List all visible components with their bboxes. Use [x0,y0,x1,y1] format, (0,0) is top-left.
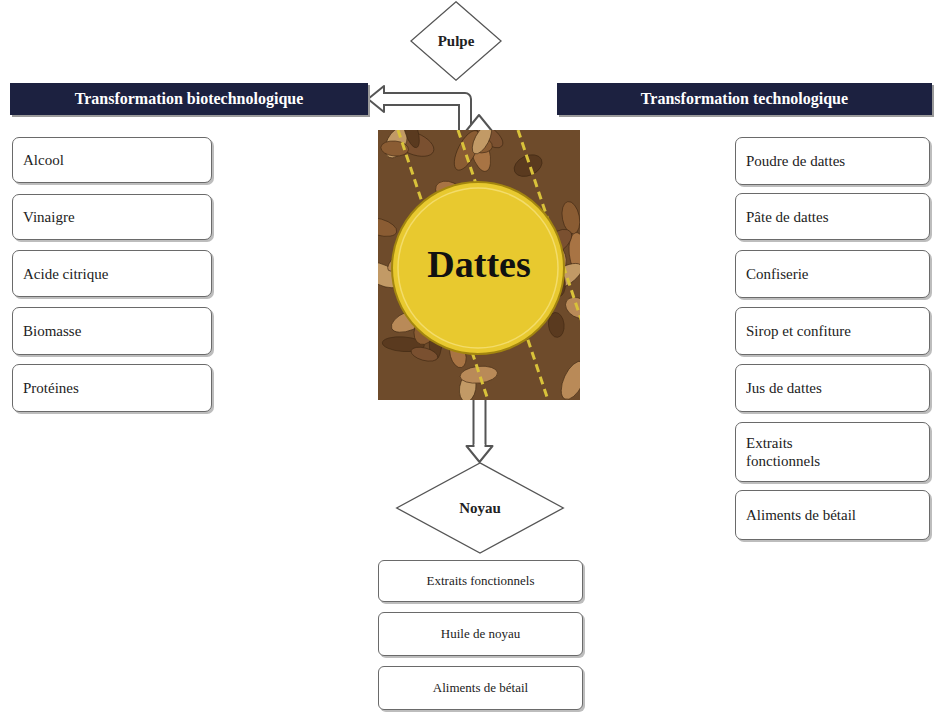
product-box: Protéines [12,364,212,412]
product-box: Poudre de dattes [735,137,930,185]
product-box: Pâte de dattes [735,193,930,240]
product-box: Acide citrique [12,250,212,297]
node-label: Transformation technologique [641,89,848,108]
node-label: Aliments de bétail [433,680,528,696]
product-box: Biomasse [12,307,212,355]
node-label: Acide citrique [23,265,108,283]
node-label: Transformation biotechnologique [75,89,304,108]
node-label: Protéines [23,379,79,397]
product-box: Extraits fonctionnels [735,422,930,482]
node-label: Vinaigre [23,208,75,226]
node-label: Jus de dattes [746,379,822,397]
node-label: Biomasse [23,322,81,340]
product-box: Extraits fonctionnels [378,560,583,602]
node-label: Aliments de bétail [746,506,856,524]
product-box: Confiserie [735,250,930,298]
node-label: Pâte de dattes [746,208,828,226]
node-label: Huile de noyau [441,626,520,642]
product-box: Aliments de bétail [735,490,930,540]
node-label: Dattes [427,242,530,288]
node-label: Pulpe [438,32,475,50]
node-label: Extraits fonctionnels [427,573,535,589]
node-label: Extraits fonctionnels [746,434,856,470]
node-label: Confiserie [746,265,808,283]
pulp-diamond: Pulpe [410,1,502,81]
hollow-arrow [368,86,465,130]
section-band: Transformation technologique [557,83,932,115]
section-band: Transformation biotechnologique [10,83,368,115]
product-box: Sirop et confiture [735,307,930,355]
product-box: Jus de dattes [735,364,930,412]
product-box: Alcool [12,137,212,183]
kernel-diamond: Noyau [395,462,565,554]
dates-picture: Dattes [378,130,580,400]
node-label: Noyau [459,499,501,517]
product-box: Huile de noyau [378,612,583,656]
product-box: Vinaigre [12,194,212,240]
node-label: Poudre de dattes [746,152,845,170]
node-label: Alcool [23,151,64,169]
hollow-arrow [467,400,493,462]
node-label: Sirop et confiture [746,322,851,340]
product-box: Aliments de bétail [378,666,583,710]
